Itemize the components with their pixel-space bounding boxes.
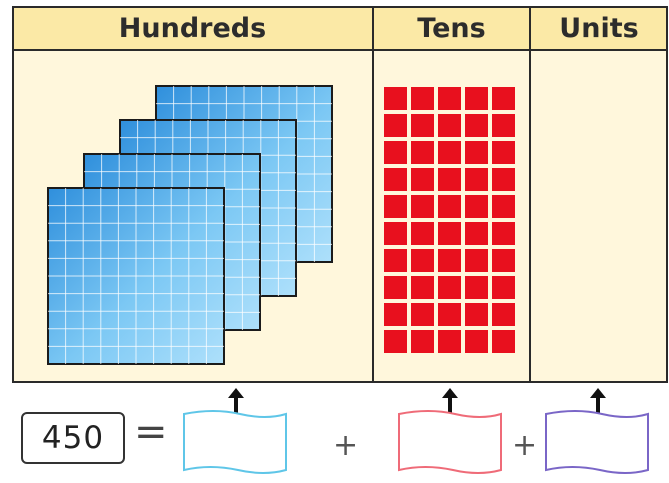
ten-rod [384, 87, 407, 353]
ten-rod [411, 87, 434, 353]
plus-sign-2: + [512, 428, 537, 463]
hundreds-answer-box[interactable] [180, 410, 292, 476]
number-box: 450 [21, 412, 125, 464]
ten-rod [438, 87, 461, 353]
column-divider-2 [529, 6, 531, 383]
ten-rod [492, 87, 515, 353]
hundred-flat [48, 188, 224, 364]
units-answer-box[interactable] [542, 410, 654, 476]
number-value: 450 [42, 420, 104, 456]
column-divider-1 [372, 6, 374, 383]
header-divider [12, 49, 668, 51]
ten-rod [465, 87, 488, 353]
equals-sign: = [134, 409, 168, 455]
tens-answer-box[interactable] [395, 410, 507, 476]
ten-rods [384, 87, 515, 353]
plus-sign-1: + [333, 428, 358, 463]
hundred-flats [48, 86, 332, 364]
